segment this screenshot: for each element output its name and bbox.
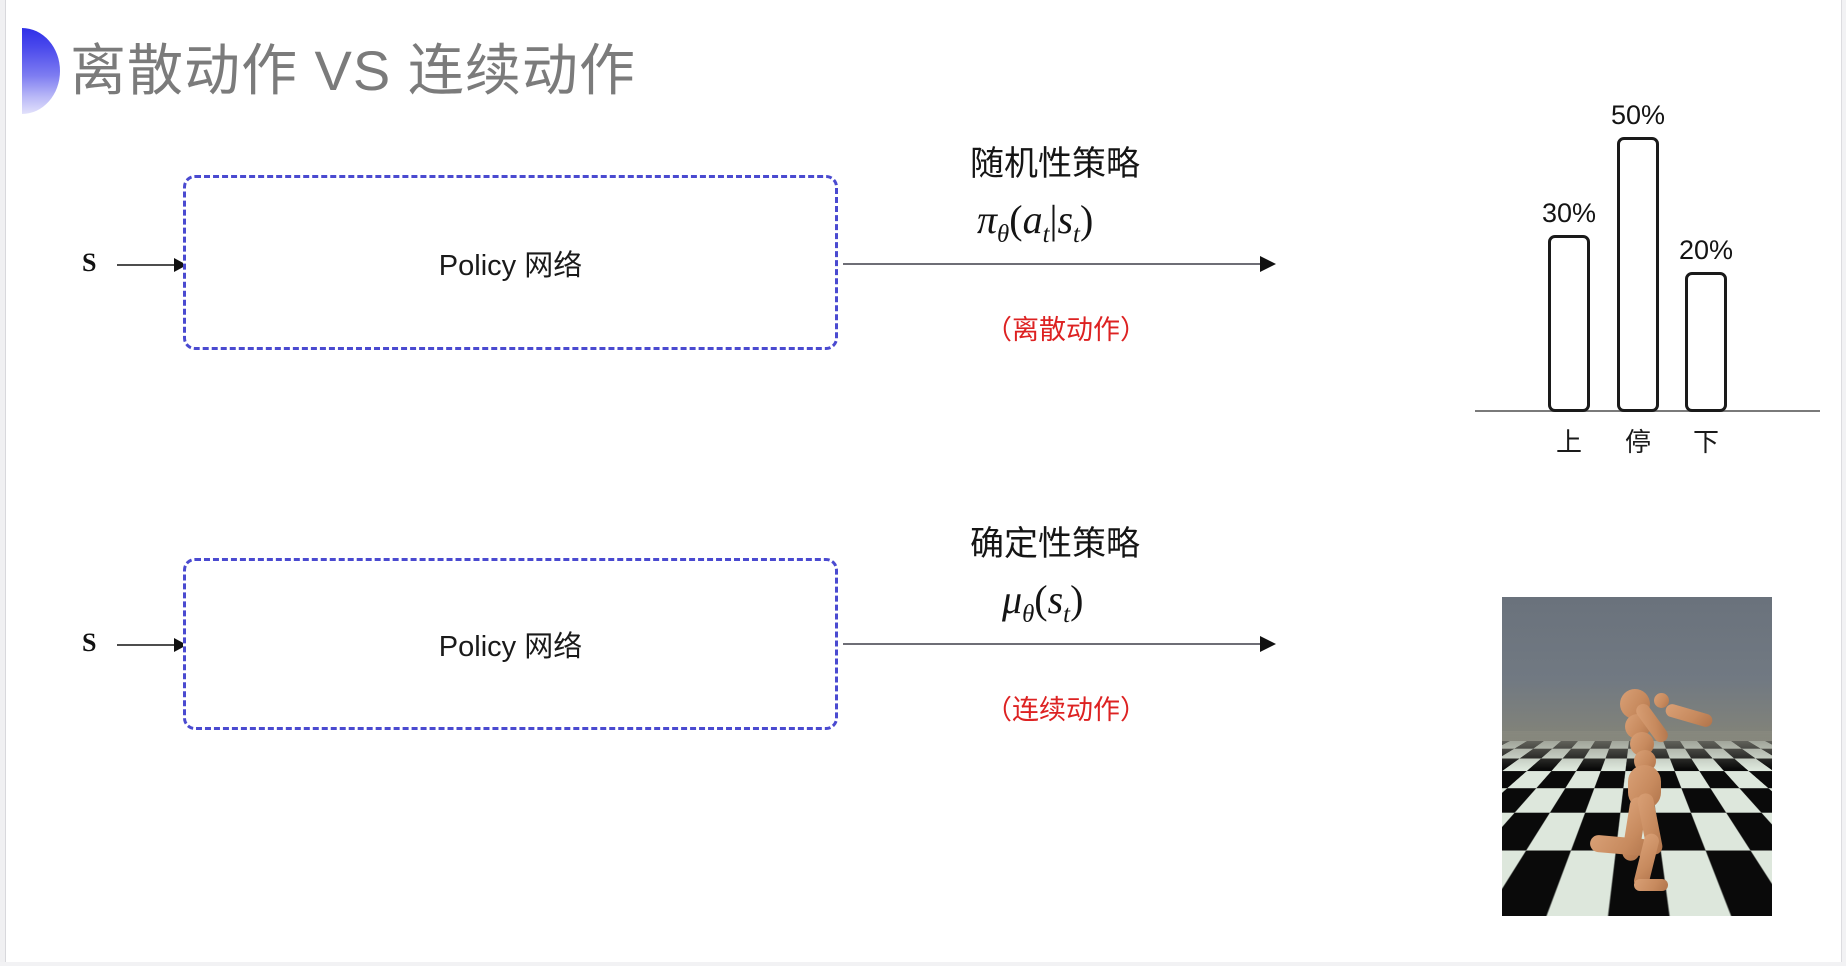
discrete-input-arrow bbox=[117, 258, 187, 272]
mujoco-humanoid-simulation-image bbox=[1502, 597, 1772, 916]
discrete-action-probability-chart: 30% 上 50% 停 20% 下 bbox=[1450, 85, 1846, 457]
discrete-action-note: （离散动作） bbox=[985, 315, 1147, 345]
chart-bar-category-2: 下 bbox=[1692, 427, 1719, 457]
formula-theta: θ bbox=[997, 221, 1010, 248]
continuous-policy-network-box[interactable]: Policy 网络 bbox=[183, 558, 838, 730]
chart-bar-1 bbox=[1617, 137, 1659, 412]
continuous-action-note: （连续动作） bbox=[985, 695, 1147, 725]
discrete-policy-formula: πθ(at|st) bbox=[977, 196, 1093, 249]
discrete-output-arrow bbox=[843, 256, 1276, 272]
continuous-input-state-label: S bbox=[82, 628, 97, 657]
discrete-action-row: S Policy 网络 随机性策略 πθ(at|st) （离散动作） 30% 上… bbox=[0, 0, 1846, 480]
formula-state: s bbox=[1047, 577, 1064, 622]
slide-left-edge bbox=[0, 0, 6, 966]
chart-bar-value-0: 30% bbox=[1541, 198, 1597, 228]
continuous-policy-formula: μθ(st) bbox=[1002, 576, 1083, 629]
slide-bottom-edge bbox=[0, 962, 1846, 966]
formula-action-sub: t bbox=[1042, 221, 1050, 248]
formula-open-paren: ( bbox=[1034, 577, 1048, 622]
formula-open-paren: ( bbox=[1009, 197, 1023, 242]
humanoid-forearm bbox=[1664, 702, 1714, 729]
formula-bar: | bbox=[1049, 197, 1058, 242]
formula-theta: θ bbox=[1022, 601, 1035, 628]
discrete-policy-network-box[interactable]: Policy 网络 bbox=[183, 175, 838, 350]
formula-pi: π bbox=[977, 197, 998, 242]
continuous-policy-type-label: 确定性策略 bbox=[970, 525, 1140, 563]
formula-state-sub: t bbox=[1063, 601, 1071, 628]
formula-state: s bbox=[1057, 197, 1074, 242]
chart-bar-0 bbox=[1548, 235, 1590, 412]
continuous-policy-network-label: Policy 网络 bbox=[438, 631, 583, 663]
humanoid-foot-right bbox=[1634, 879, 1668, 891]
formula-close-paren: ) bbox=[1070, 577, 1084, 622]
discrete-policy-network-label: Policy 网络 bbox=[438, 249, 583, 282]
formula-state-sub: t bbox=[1073, 221, 1080, 248]
chart-bar-2 bbox=[1685, 272, 1727, 412]
formula-action: a bbox=[1022, 197, 1043, 242]
humanoid-hand bbox=[1654, 693, 1669, 708]
formula-close-paren: ) bbox=[1079, 197, 1094, 242]
continuous-input-arrow bbox=[117, 638, 187, 652]
discrete-input-state-label: S bbox=[82, 248, 97, 277]
sim-humanoid-figure bbox=[1502, 597, 1772, 916]
formula-mu: μ bbox=[1002, 577, 1023, 622]
chart-bar-value-2: 20% bbox=[1678, 235, 1734, 265]
chart-bar-category-0: 上 bbox=[1555, 427, 1582, 457]
chart-bar-value-1: 50% bbox=[1610, 100, 1666, 130]
chart-bar-category-1: 停 bbox=[1624, 427, 1651, 457]
page-title: 离散动作 VS 连续动作 bbox=[70, 39, 636, 102]
continuous-output-arrow bbox=[843, 636, 1276, 652]
discrete-policy-type-label: 随机性策略 bbox=[970, 145, 1140, 183]
slide-right-edge bbox=[1841, 0, 1846, 966]
continuous-action-row: S Policy 网络 确定性策略 μθ(st) （连续动作） bbox=[0, 480, 1846, 966]
